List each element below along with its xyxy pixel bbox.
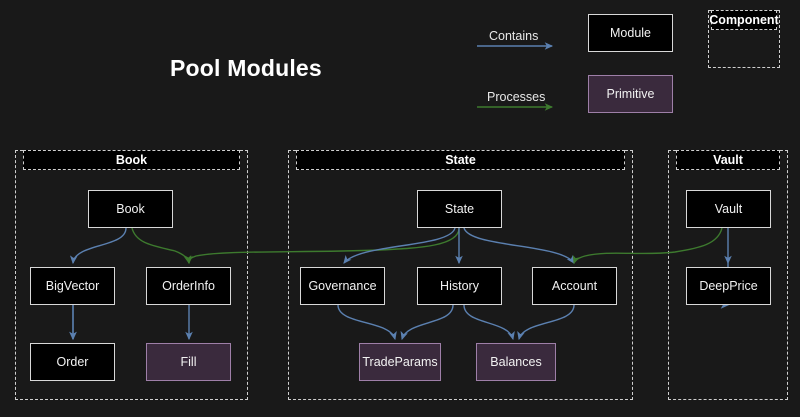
legend-primitive-box: Primitive bbox=[588, 75, 673, 113]
node-bigvector[interactable]: BigVector bbox=[30, 267, 115, 305]
legend-contains-label: Contains bbox=[489, 29, 539, 43]
node-order[interactable]: Order bbox=[30, 343, 115, 381]
node-history[interactable]: History bbox=[417, 267, 502, 305]
legend-module-box: Module bbox=[588, 14, 673, 52]
legend-component-header: Component bbox=[709, 10, 779, 30]
legend-processes-label: Processes bbox=[487, 90, 546, 104]
node-state[interactable]: State bbox=[417, 190, 502, 228]
node-balances[interactable]: Balances bbox=[476, 343, 556, 381]
node-governance[interactable]: Governance bbox=[300, 267, 385, 305]
node-vault[interactable]: Vault bbox=[686, 190, 771, 228]
component-header-state: State bbox=[296, 150, 625, 170]
node-deepprice[interactable]: DeepPrice bbox=[686, 267, 771, 305]
node-tradeparams[interactable]: TradeParams bbox=[359, 343, 441, 381]
node-fill[interactable]: Fill bbox=[146, 343, 231, 381]
node-account[interactable]: Account bbox=[532, 267, 617, 305]
page-title: Pool Modules bbox=[170, 55, 322, 81]
component-header-book: Book bbox=[23, 150, 240, 170]
node-book[interactable]: Book bbox=[88, 190, 173, 228]
component-header-vault: Vault bbox=[676, 150, 780, 170]
node-orderinfo[interactable]: OrderInfo bbox=[146, 267, 231, 305]
